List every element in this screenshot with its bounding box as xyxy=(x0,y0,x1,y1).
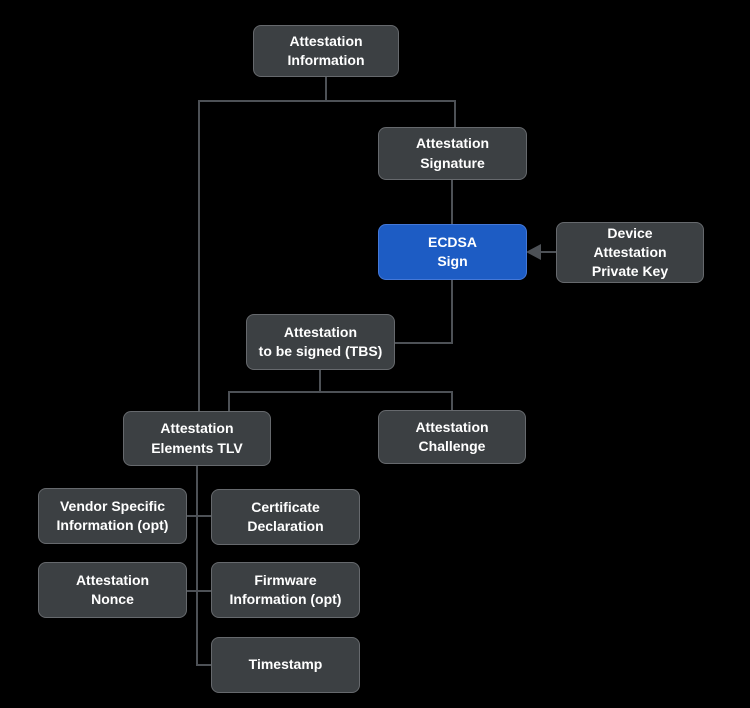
node-attestation-information: Attestation Information xyxy=(253,25,399,77)
node-attestation-challenge: Attestation Challenge xyxy=(378,410,526,464)
node-attestation-tbs: Attestation to be signed (TBS) xyxy=(246,314,395,370)
node-vendor-specific-information: Vendor Specific Information (opt) xyxy=(38,488,187,544)
connector-ecdsa-to-tbs xyxy=(395,342,453,344)
connector-signature-to-ecdsa xyxy=(451,180,453,224)
connector-to-elements-stub xyxy=(228,391,230,411)
connector-to-challenge-stub xyxy=(451,391,453,410)
node-device-attestation-private-key: Device Attestation Private Key xyxy=(556,222,704,283)
node-attestation-signature: Attestation Signature xyxy=(378,127,527,180)
connector-info-down xyxy=(325,77,327,102)
connector-timestamp-stub xyxy=(196,664,211,666)
node-attestation-nonce: Attestation Nonce xyxy=(38,562,187,618)
node-firmware-information: Firmware Information (opt) xyxy=(211,562,360,618)
node-timestamp: Timestamp xyxy=(211,637,360,693)
connector-tbs-split-horizontal xyxy=(228,391,453,393)
node-certificate-declaration: Certificate Declaration xyxy=(211,489,360,545)
connector-row1-stub xyxy=(187,515,211,517)
arrow-left-icon xyxy=(526,244,541,260)
node-ecdsa-sign: ECDSA Sign xyxy=(378,224,527,280)
node-attestation-elements-tlv: Attestation Elements TLV xyxy=(123,411,271,466)
connector-elements-trunk xyxy=(196,466,198,666)
connector-ecdsa-down xyxy=(451,280,453,344)
connector-tbs-down xyxy=(319,370,321,393)
connector-privatekey-to-ecdsa xyxy=(539,251,556,253)
connector-top-split-horizontal xyxy=(198,100,456,102)
connector-to-signature-vertical xyxy=(454,100,456,127)
connector-info-to-elements-vertical xyxy=(198,100,200,411)
connector-row2-stub xyxy=(187,590,211,592)
